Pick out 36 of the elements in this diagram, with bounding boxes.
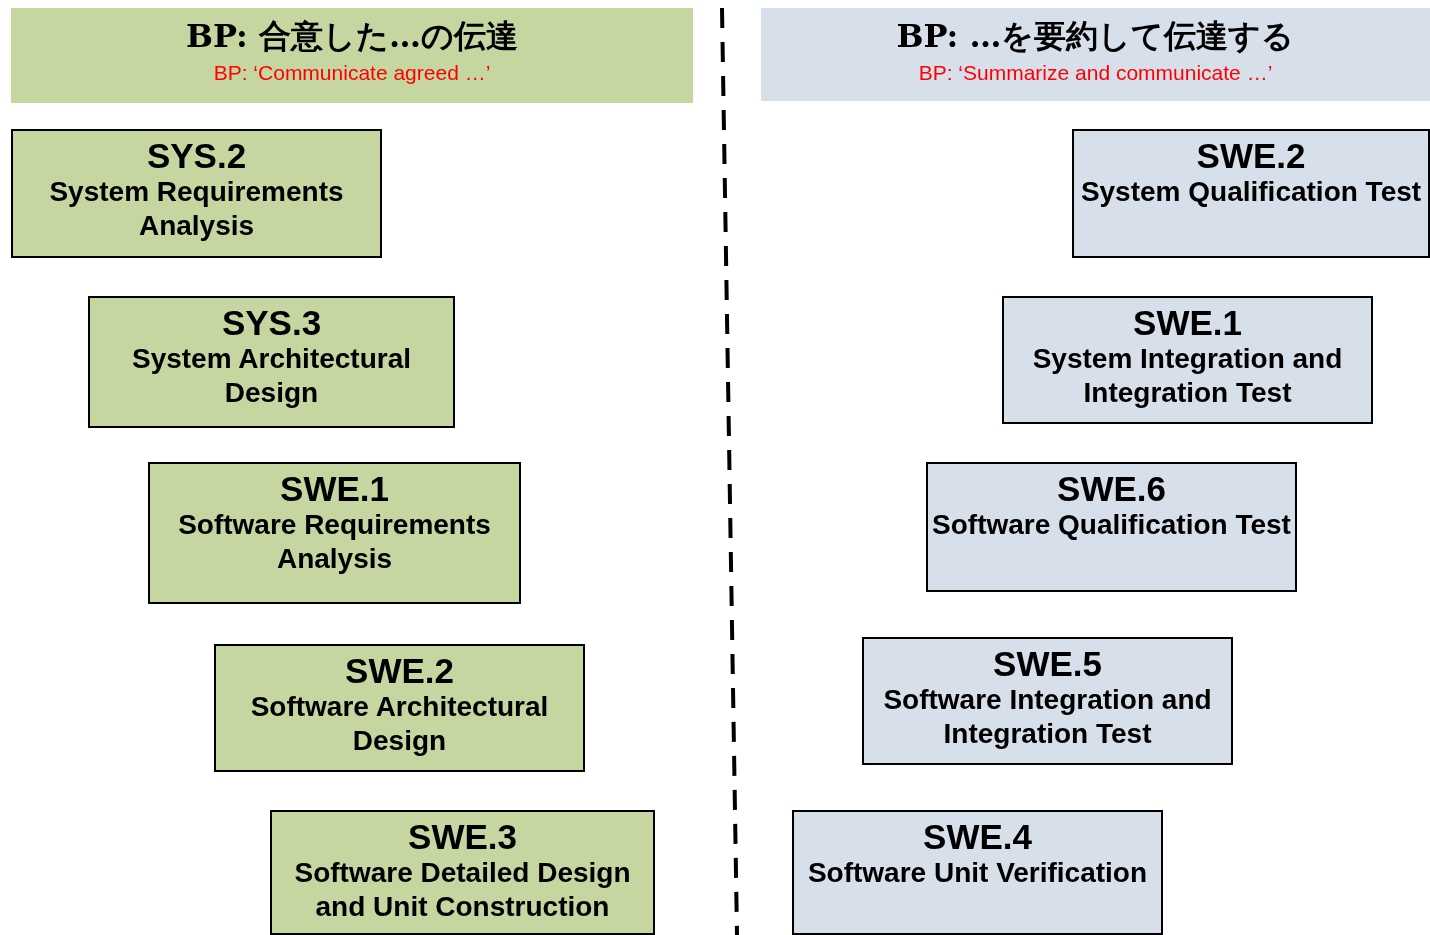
process-box [88,296,455,428]
process-code: SWE.5 [993,645,1102,683]
process-box [214,644,585,772]
process-code: SWE.2 [1196,137,1306,175]
process-code: SYS.2 [146,137,247,175]
process-title: Software Qualification Test [931,508,1292,542]
heading: BP: 合意した…の伝達 [186,16,518,56]
process-title: Software Detailed Design and Unit Construction [293,856,632,924]
process-code: SWE.1 [1133,304,1242,342]
subheading: BP: ‘Summarize and communicate …’ [918,60,1273,86]
process-box [11,129,382,258]
process-code: SWE.1 [280,470,389,508]
process-title: Software Architectural Design [249,690,550,758]
process-title: Software Integration and Integration Test [882,683,1213,751]
subheading: BP: ‘Communicate agreed …’ [213,60,491,86]
process-title: System Architectural Design [130,342,413,410]
process-box [1002,296,1373,424]
heading: BP: …を要約して伝達する [896,16,1295,56]
process-box [270,810,655,935]
process-title: System Integration and Integration Test [1031,342,1344,410]
process-title: Software Unit Verification [806,856,1149,890]
process-code: SWE.2 [345,652,454,690]
process-box [792,810,1163,935]
process-code: SWE.6 [1057,470,1166,508]
header-band [11,8,693,103]
process-code: SYS.3 [221,304,322,342]
process-box [926,462,1297,592]
process-box [862,637,1233,765]
process-code: SWE.3 [408,818,517,856]
process-box [148,462,521,604]
process-title: System Requirements Analysis [48,175,345,243]
process-title: System Qualification Test [1079,175,1423,209]
header-band [761,8,1430,101]
process-box [1072,129,1430,258]
process-code: SWE.4 [923,818,1032,856]
process-title: Software Requirements Analysis [177,508,492,576]
